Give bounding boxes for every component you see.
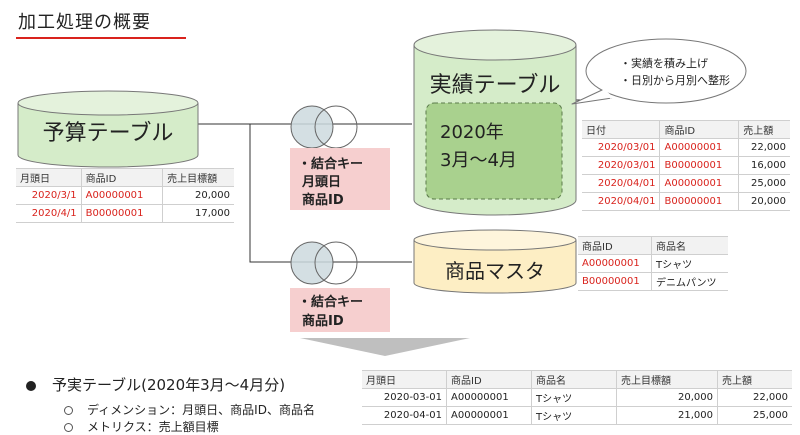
page-title: 加工処理の概要 bbox=[18, 12, 151, 33]
actual-cell: 25,000 bbox=[738, 174, 790, 193]
table-row: 2020/3/1 A00000001 20,000 bbox=[16, 186, 234, 205]
result-bullet-sub-2: メトリクス：売上額目標 bbox=[64, 418, 219, 435]
result-table: 月頭日 商品ID 商品名 売上目標額 売上額 2020-03-01 A00000… bbox=[362, 370, 792, 425]
product-header-1: 商品名 bbox=[650, 236, 728, 255]
table-row: 2020/04/01 B00000001 20,000 bbox=[582, 192, 790, 211]
table-row: 2020/03/01 B00000001 16,000 bbox=[582, 156, 790, 175]
period-box bbox=[425, 102, 563, 200]
result-cell: A00000001 bbox=[446, 388, 532, 407]
actual-callout: ・実績を積み上げ ・日別から月別へ整形 bbox=[571, 38, 747, 105]
actual-table-name: 実績テーブル bbox=[430, 73, 561, 98]
result-header-2: 商品名 bbox=[531, 370, 617, 389]
result-bullet-sub1-text: ディメンション：月頭日、商品ID、商品名 bbox=[87, 403, 315, 417]
actual-cell: 2020/03/01 bbox=[582, 156, 660, 175]
result-cell: 2020-03-01 bbox=[362, 388, 447, 407]
budget-cell: 2020/3/1 bbox=[16, 186, 82, 205]
period-line1: 2020年 bbox=[440, 122, 504, 143]
actual-table-cylinder[interactable]: 実績テーブル 2020年 3月～4月 bbox=[413, 29, 577, 216]
connector-branch-down bbox=[249, 124, 412, 263]
budget-cell: 20,000 bbox=[162, 186, 234, 205]
result-cell: 2020-04-01 bbox=[362, 406, 447, 425]
title-underline bbox=[16, 37, 186, 39]
product-cell: Tシャツ bbox=[650, 254, 728, 273]
join1-line3: 商品ID bbox=[302, 192, 344, 208]
product-cell: B00000001 bbox=[578, 272, 652, 291]
result-bullet-main: 予実テーブル(2020年3月～4月分) bbox=[26, 374, 285, 395]
budget-header-1: 商品ID bbox=[80, 168, 163, 187]
join1-line2: 月頭日 bbox=[301, 175, 341, 190]
join1-line1: ・結合キー bbox=[298, 156, 363, 172]
down-arrow bbox=[300, 338, 470, 356]
actual-cell: 22,000 bbox=[738, 138, 790, 157]
join2-line1: ・結合キー bbox=[298, 294, 363, 310]
actual-header-1: 商品ID bbox=[659, 120, 739, 139]
join-key-box-2: ・結合キー 商品ID bbox=[290, 288, 390, 332]
budget-table: 月頭日 商品ID 売上目標額 2020/3/1 A00000001 20,000… bbox=[16, 168, 234, 223]
actual-cell: B00000001 bbox=[659, 192, 739, 211]
callout-line1: ・実績を積み上げ bbox=[620, 56, 708, 70]
budget-table-cylinder[interactable]: 予算テーブル bbox=[17, 90, 199, 168]
result-bullet-main-text: 予実テーブル(2020年3月～4月分) bbox=[52, 376, 286, 394]
actual-cell: 16,000 bbox=[738, 156, 790, 175]
result-header-1: 商品ID bbox=[446, 370, 532, 389]
table-row: 2020/4/1 B00000001 17,000 bbox=[16, 204, 234, 223]
table-row: 2020/04/01 A00000001 25,000 bbox=[582, 174, 790, 193]
product-cell: A00000001 bbox=[578, 254, 652, 273]
product-cell: デニムパンツ bbox=[650, 272, 728, 291]
budget-table-name: 予算テーブル bbox=[43, 121, 174, 146]
callout-line2: ・日別から月別へ整形 bbox=[620, 73, 730, 87]
result-cell: 20,000 bbox=[615, 388, 718, 407]
join2-line2: 商品ID bbox=[302, 313, 344, 329]
actual-cell: B00000001 bbox=[659, 156, 739, 175]
result-cell: A00000001 bbox=[446, 406, 532, 425]
actual-cell: 2020/04/01 bbox=[582, 174, 660, 193]
join-venn-icon-1 bbox=[290, 105, 358, 149]
table-row: 2020-03-01 A00000001 Tシャツ 20,000 22,000 bbox=[362, 388, 792, 407]
actual-cell: 2020/03/01 bbox=[582, 138, 660, 157]
table-row: A00000001 Tシャツ bbox=[578, 254, 728, 273]
actual-cell: A00000001 bbox=[659, 138, 739, 157]
bullet-dot-icon bbox=[26, 380, 36, 391]
actual-cell: 2020/04/01 bbox=[582, 192, 660, 211]
table-row: 2020/03/01 A00000001 22,000 bbox=[582, 138, 790, 157]
actual-header-2: 売上額 bbox=[738, 120, 790, 139]
result-cell: Tシャツ bbox=[531, 388, 617, 407]
period-line2: 3月～4月 bbox=[440, 150, 517, 171]
actual-header-0: 日付 bbox=[582, 120, 660, 139]
product-table: 商品ID 商品名 A00000001 Tシャツ B00000001 デニムパンツ bbox=[578, 236, 728, 291]
result-header-0: 月頭日 bbox=[362, 370, 447, 389]
product-header-0: 商品ID bbox=[578, 236, 652, 255]
budget-header-0: 月頭日 bbox=[16, 168, 82, 187]
actual-table: 日付 商品ID 売上額 2020/03/01 A00000001 22,000 … bbox=[582, 120, 790, 211]
budget-cell: A00000001 bbox=[80, 186, 163, 205]
result-cell: 21,000 bbox=[615, 406, 718, 425]
bullet-circle-icon bbox=[64, 406, 73, 415]
product-master-cylinder[interactable]: 商品マスタ bbox=[413, 229, 577, 294]
budget-cell: B00000001 bbox=[80, 204, 163, 223]
product-master-name: 商品マスタ bbox=[445, 259, 545, 283]
result-bullet-sub-1: ディメンション：月頭日、商品ID、商品名 bbox=[64, 401, 315, 418]
bullet-circle-icon bbox=[64, 423, 73, 432]
budget-cell: 2020/4/1 bbox=[16, 204, 82, 223]
budget-cell: 17,000 bbox=[162, 204, 234, 223]
result-cell: Tシャツ bbox=[531, 406, 617, 425]
actual-cell: A00000001 bbox=[659, 174, 739, 193]
result-bullet-sub2-text: メトリクス：売上額目標 bbox=[87, 420, 219, 434]
result-cell: 22,000 bbox=[717, 388, 792, 407]
join-venn-icon-2 bbox=[290, 241, 358, 285]
result-header-3: 売上目標額 bbox=[615, 370, 718, 389]
table-row: B00000001 デニムパンツ bbox=[578, 272, 728, 291]
actual-cell: 20,000 bbox=[738, 192, 790, 211]
budget-header-2: 売上目標額 bbox=[162, 168, 234, 187]
join-key-box-1: ・結合キー 月頭日 商品ID bbox=[290, 148, 390, 210]
result-cell: 25,000 bbox=[717, 406, 792, 425]
table-row: 2020-04-01 A00000001 Tシャツ 21,000 25,000 bbox=[362, 406, 792, 425]
result-header-4: 売上額 bbox=[717, 370, 792, 389]
